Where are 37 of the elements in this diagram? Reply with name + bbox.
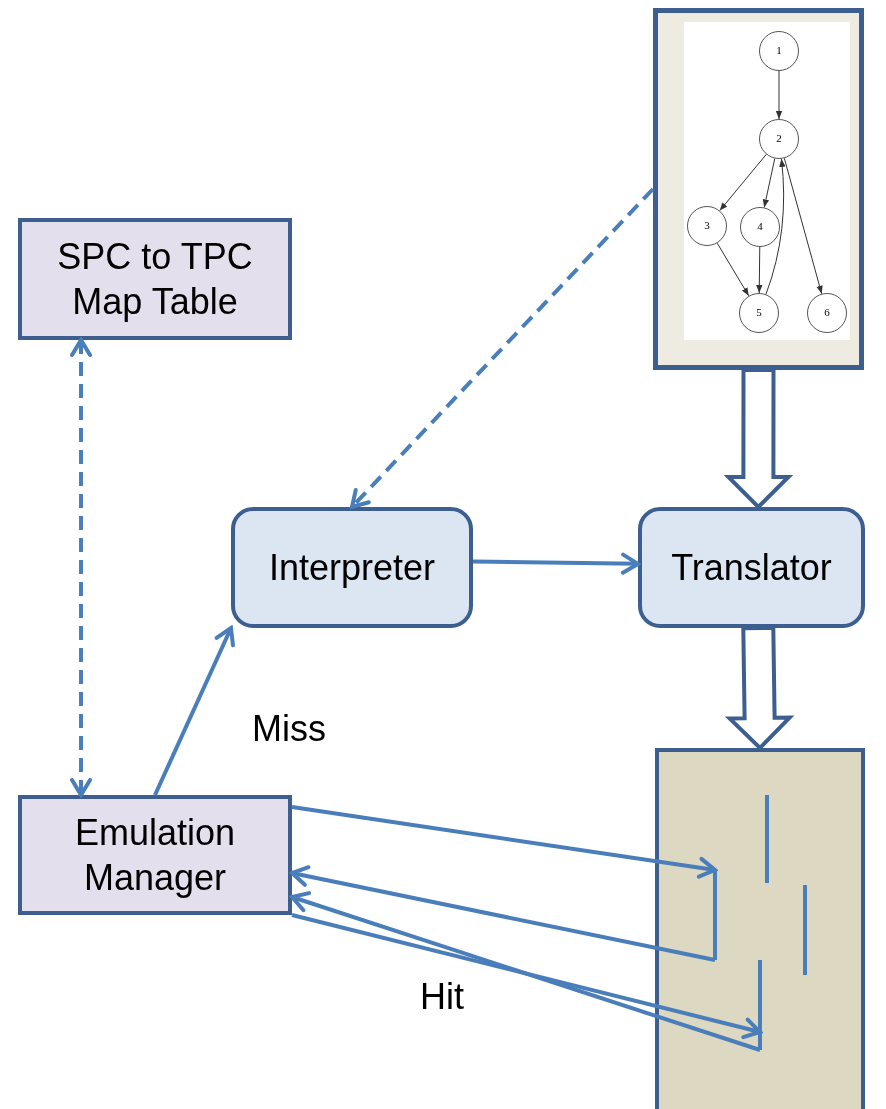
label-box [18,218,292,340]
arrow [290,891,761,1052]
process-box [231,507,473,628]
block-arrow [724,625,795,751]
arrow [765,158,786,295]
code-cache-box [655,748,865,1109]
node-number: 4 [757,220,763,234]
arrow [290,865,716,962]
node-label: SPC to TPC Map Table [56,235,254,324]
arrow [472,552,640,575]
node-number: 3 [704,219,710,233]
arrow [783,157,823,295]
node-number: 1 [776,44,782,58]
code-block-bar [758,960,762,1050]
arrow [716,242,750,297]
code-block-bar [803,885,807,975]
graph-panel [653,8,864,370]
arrow [756,246,763,294]
label-box [18,795,292,915]
dashed-arrow [70,338,92,797]
process-box [638,507,865,628]
arrow [291,913,762,1040]
node-label: Emulation Manager [73,811,237,900]
node-number: 2 [776,132,782,146]
code-block-bar [765,795,769,883]
code-block-bar [713,870,717,960]
arrow [291,805,717,879]
arrow [775,70,783,120]
block-arrow [723,368,794,510]
node-number: 6 [824,306,830,320]
node-number: 5 [756,306,762,320]
dashed-arrow [350,187,655,509]
arrow [153,626,235,796]
arrow [762,158,776,208]
node-label: Interpreter [268,546,436,590]
arrow [719,153,767,212]
node-label: Translator [671,546,832,590]
